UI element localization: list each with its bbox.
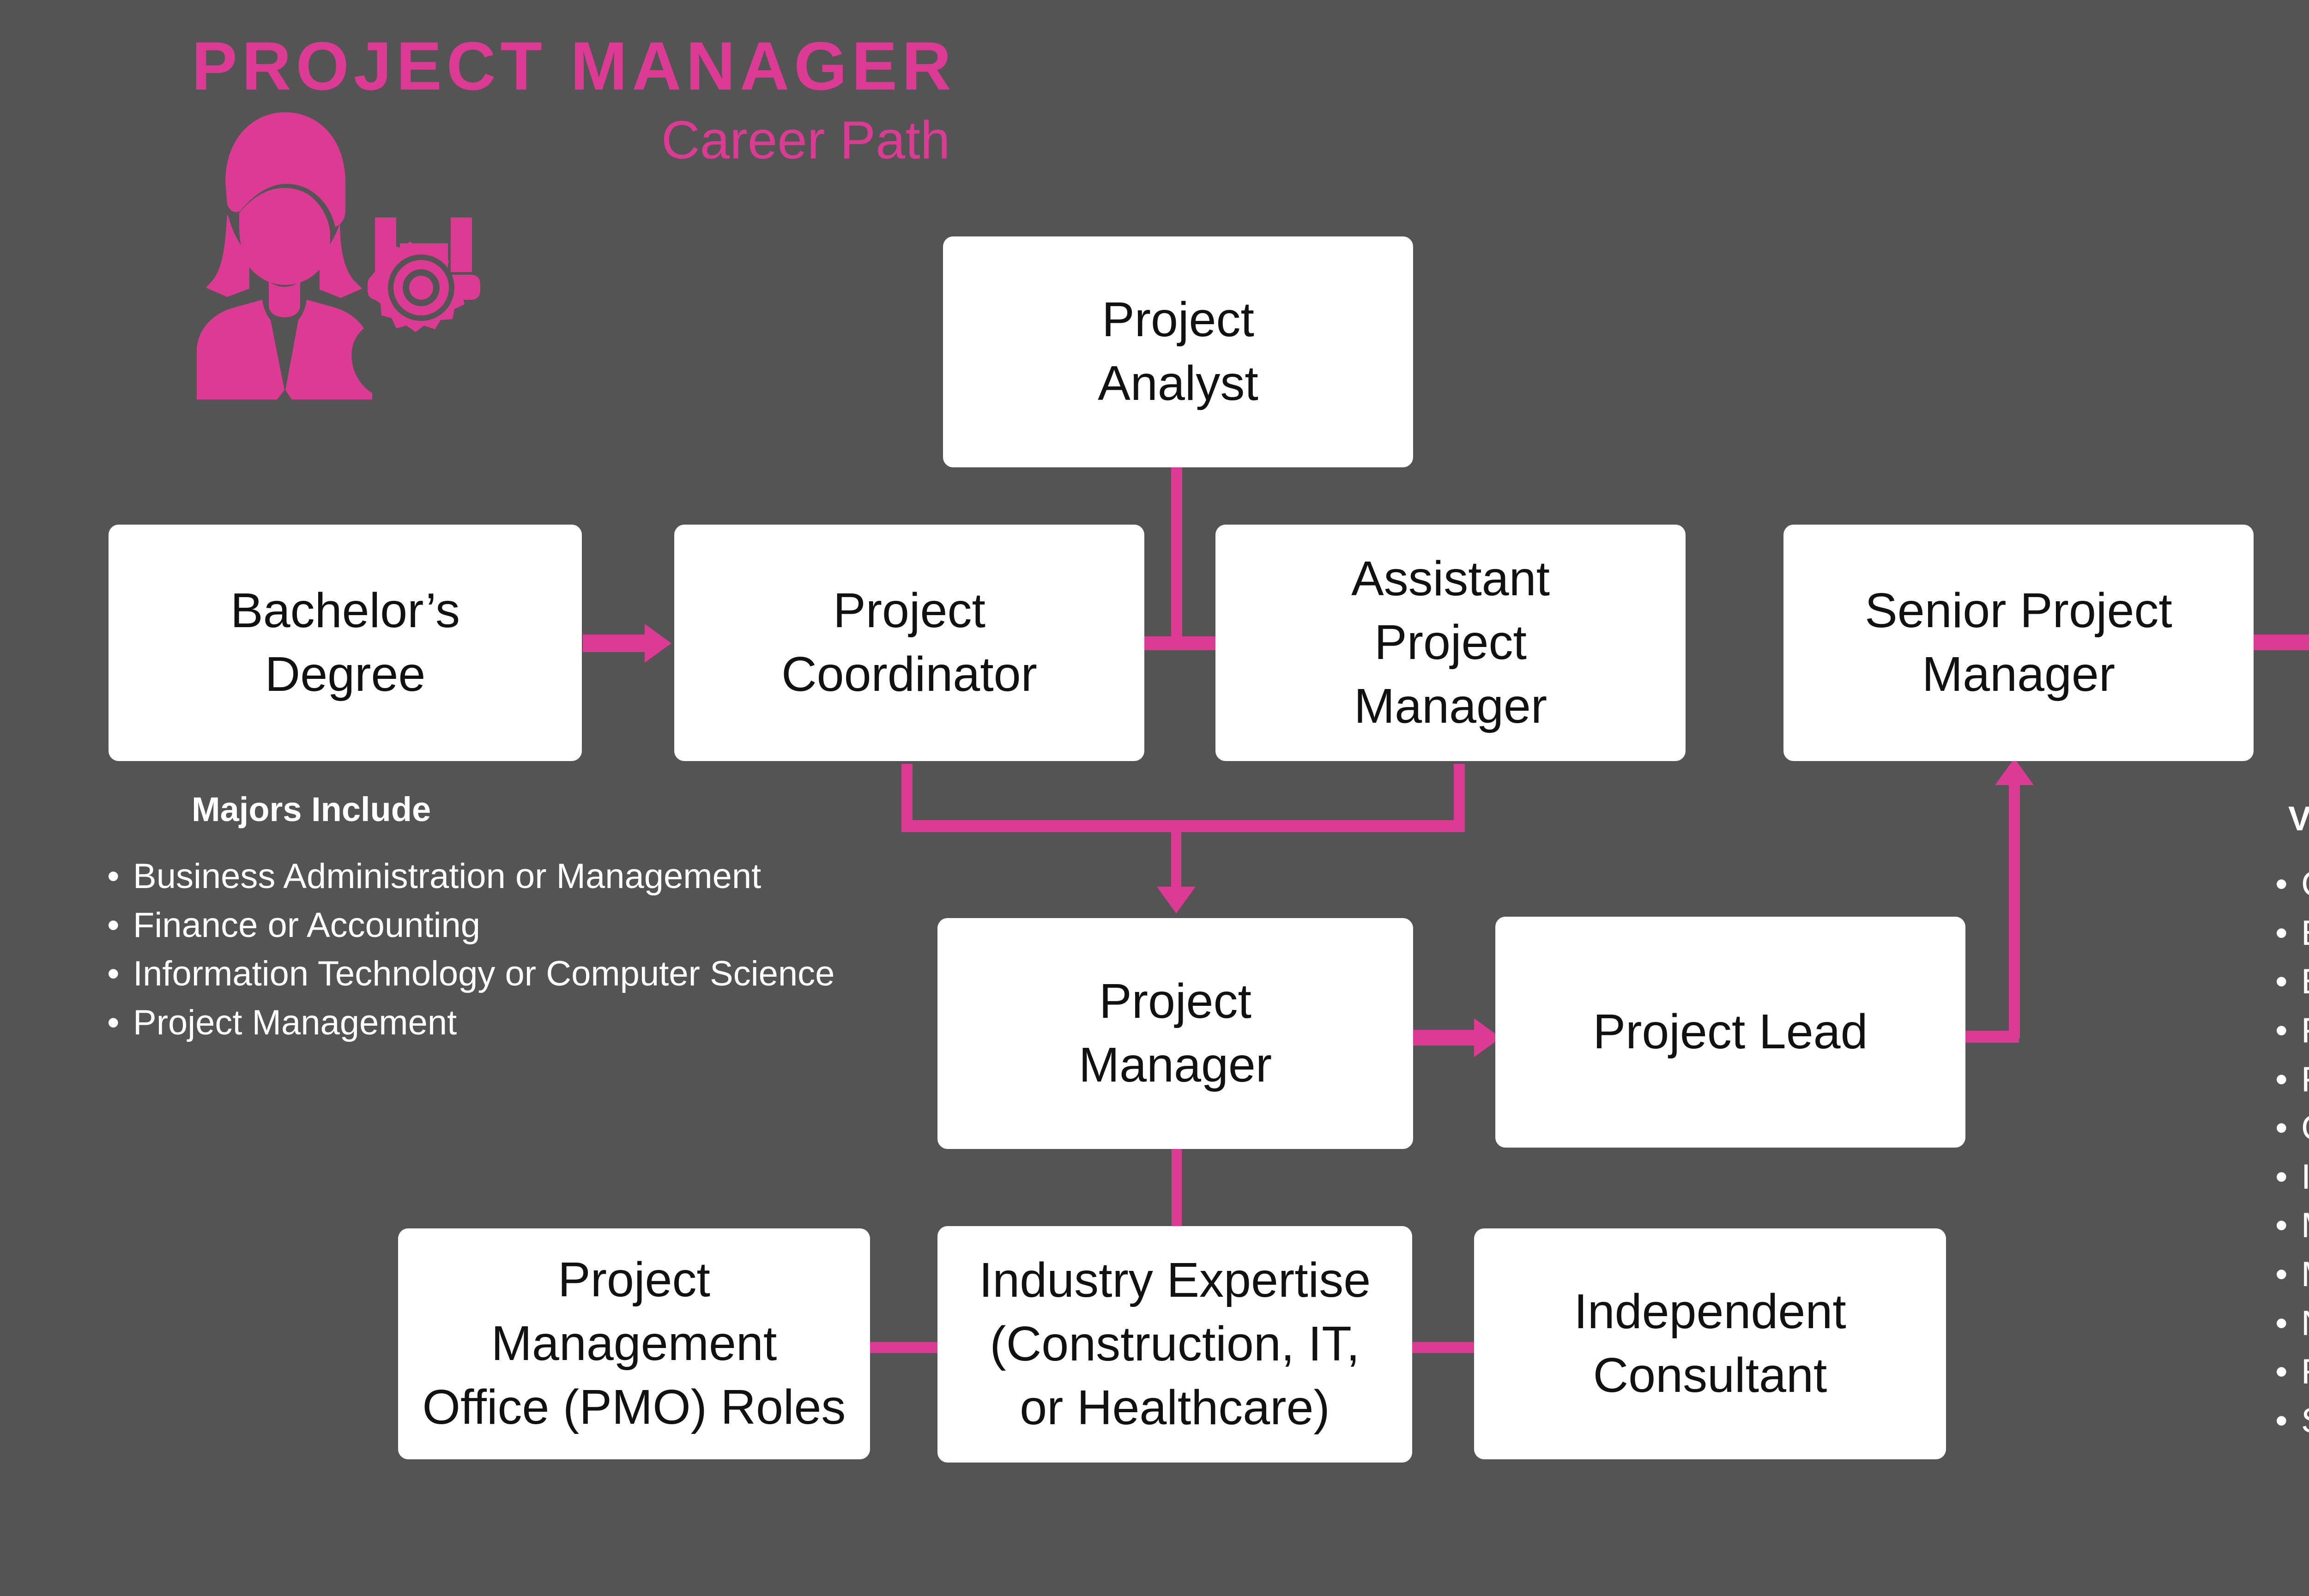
node-label: Bachelor’s Degree: [230, 583, 460, 701]
list-item: Educational Institutions: [2265, 909, 2309, 958]
node-assistant-project-manager[interactable]: Assistant Project Manager: [1215, 525, 1686, 761]
list-item: Finance or Accounting: [97, 901, 882, 950]
connector-merge-bar: [901, 820, 1465, 832]
arrowhead-to-project-manager: [1157, 887, 1196, 913]
list-item: Remote Work: [2265, 1348, 2309, 1396]
arrowhead-bachelors-to-coordinator: [645, 624, 671, 663]
node-label: Independent Consultant: [1574, 1284, 1846, 1403]
node-bachelors-degree[interactable]: Bachelor’s Degree: [109, 525, 582, 761]
node-label: Project Management Office (PMO) Roles: [422, 1252, 846, 1434]
list-item: Government Agencies: [2265, 1104, 2309, 1153]
connector-lead-up: [2009, 785, 2020, 1038]
node-label: Assistant Project Manager: [1351, 551, 1550, 733]
list-item: Information Technology or Computer Scien…: [97, 949, 882, 998]
connector-analyst-down: [1171, 467, 1182, 647]
connector-pm-to-industry: [1172, 1145, 1182, 1228]
list-item: Start-Ups: [2265, 1396, 2309, 1445]
list-item: Marketing: [2265, 1250, 2309, 1299]
majors-heading: Majors Include: [192, 790, 431, 828]
node-industry-expertise[interactable]: Industry Expertise (Construction, IT, or…: [937, 1226, 1412, 1463]
connector-pm-to-lead: [1412, 1030, 1478, 1046]
node-independent-consultant[interactable]: Independent Consultant: [1474, 1228, 1946, 1459]
list-item: Freelance: [2265, 1055, 2309, 1104]
node-pmo-roles[interactable]: Project Management Office (PMO) Roles: [398, 1228, 870, 1459]
connector-industry-to-consultant: [1408, 1342, 1478, 1353]
page-title: PROJECT MANAGER: [192, 28, 956, 104]
connector-coordinator-down: [901, 764, 913, 828]
list-item: Non-Profit Organizations: [2265, 1299, 2309, 1348]
businesswoman-chart-gear-icon: [185, 104, 480, 409]
node-label: Senior Project Manager: [1865, 583, 2172, 701]
node-label: Industry Expertise (Construction, IT, or…: [979, 1253, 1371, 1435]
list-item: Project Management: [97, 998, 882, 1047]
connector-assistant-down: [1454, 764, 1465, 828]
list-item: Information Technology (IT): [2265, 1153, 2309, 1202]
list-item: Finance: [2265, 1006, 2309, 1055]
connector-senior-to-program: [2254, 635, 2309, 650]
connector-analyst-stub-horizontal: [1136, 636, 1219, 650]
page-subtitle: Career Path: [661, 110, 950, 170]
list-item: Business Administration or Management: [97, 852, 882, 901]
connector-merge-stem: [1171, 820, 1181, 899]
work-areas-list: Construction Educational Institutions En…: [2265, 860, 2309, 1445]
list-item: Construction: [2265, 860, 2309, 909]
node-label: Project Coordinator: [781, 583, 1037, 701]
work-areas-heading: Variety of areas can work at:: [2288, 799, 2309, 838]
list-item: Management Consulting: [2265, 1201, 2309, 1250]
arrowhead-lead-to-senior-pm: [1995, 758, 2034, 785]
node-label: Project Manager: [1078, 974, 1272, 1092]
node-label: Project Analyst: [1098, 292, 1258, 411]
list-item: Engineering: [2265, 957, 2309, 1006]
node-senior-project-manager[interactable]: Senior Project Manager: [1783, 525, 2254, 761]
majors-list: Business Administration or Management Fi…: [97, 852, 882, 1047]
node-project-manager[interactable]: Project Manager: [937, 918, 1413, 1149]
connector-bachelors-to-coordinator: [583, 635, 647, 652]
node-label: Project Lead: [1593, 1004, 1868, 1059]
connector-pmo-to-industry: [868, 1342, 937, 1353]
node-project-lead[interactable]: Project Lead: [1495, 917, 1965, 1148]
node-project-analyst[interactable]: Project Analyst: [943, 236, 1413, 467]
node-project-coordinator[interactable]: Project Coordinator: [674, 525, 1144, 761]
